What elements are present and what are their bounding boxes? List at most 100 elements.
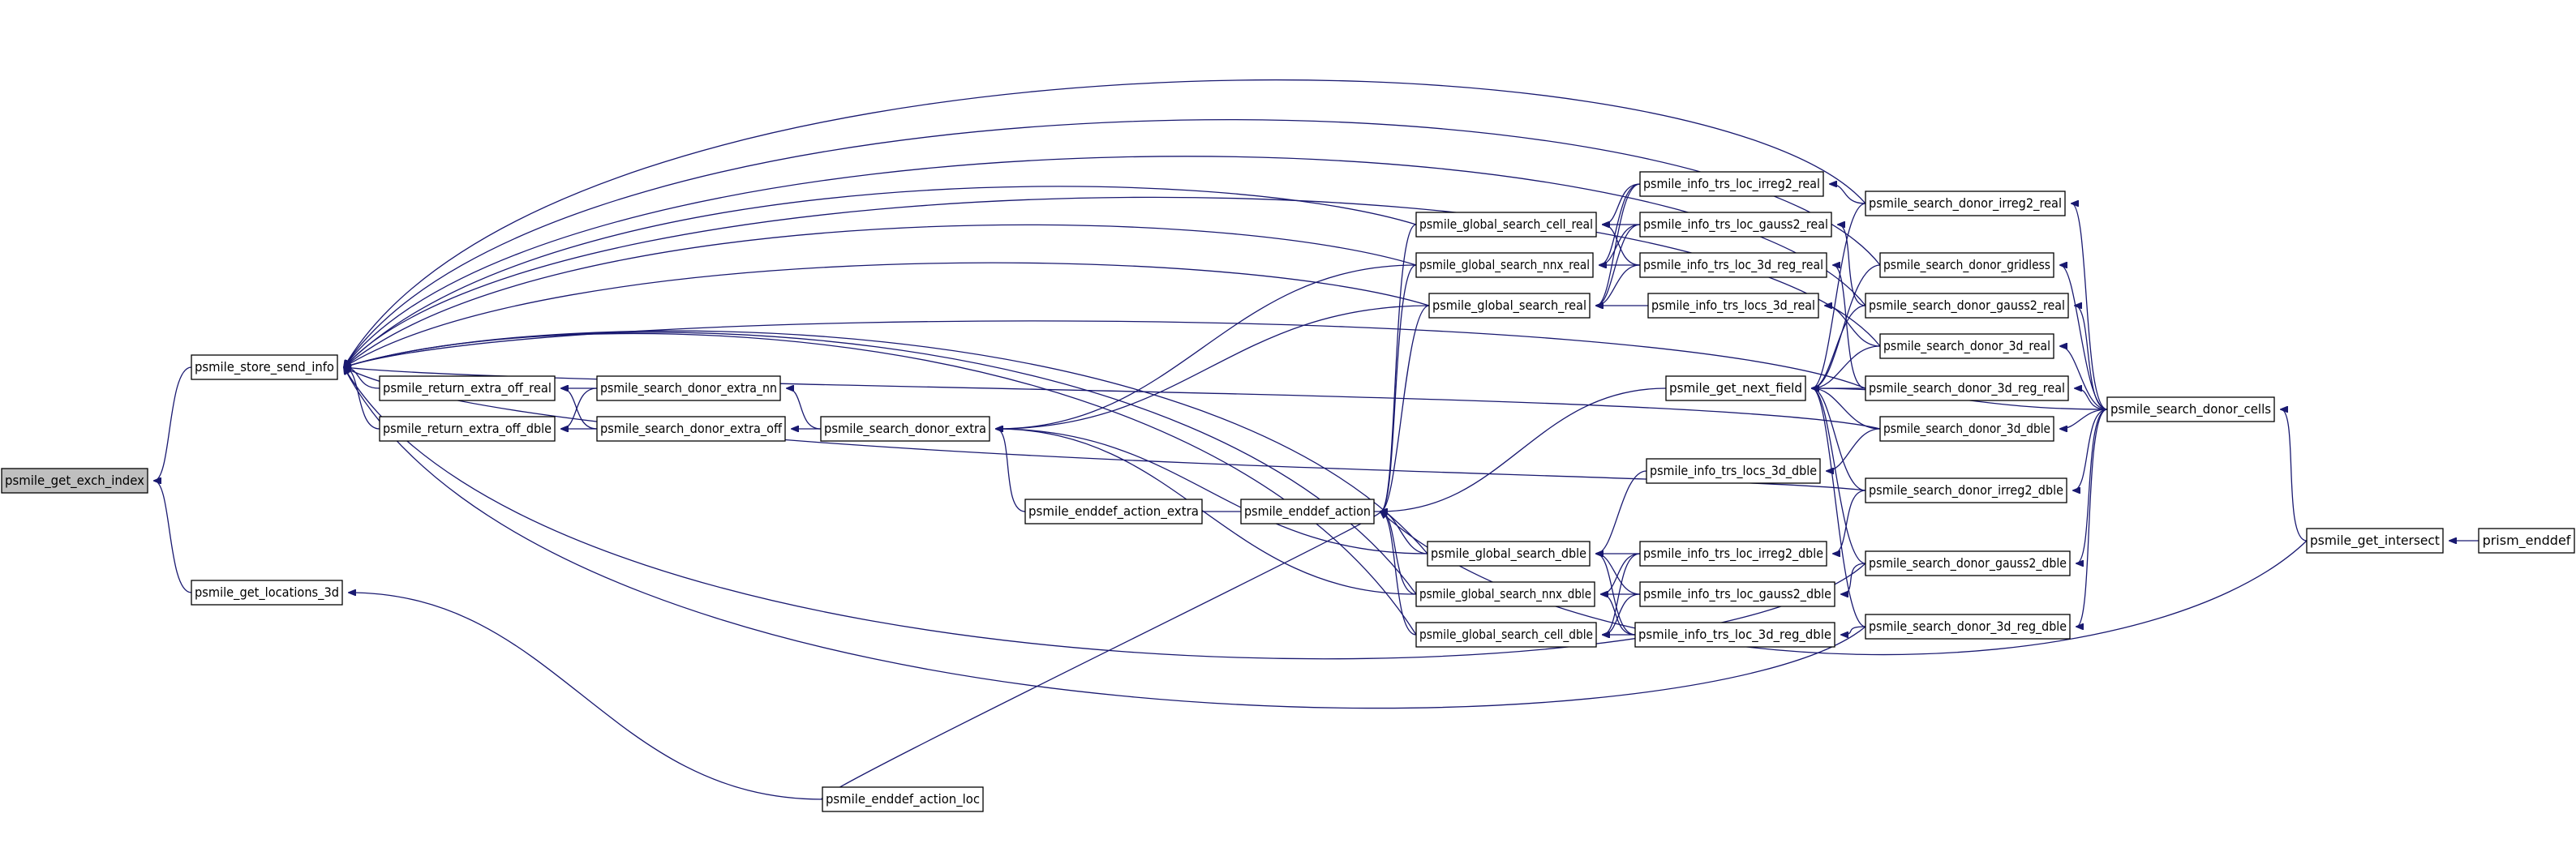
node-box — [191, 580, 343, 606]
node-label: psmile_global_search_nnx_real — [1419, 257, 1590, 273]
node-psmile-search-donor-cells[interactable]: psmile_search_donor_cells — [2106, 396, 2275, 422]
node-psmile-search-donor-3d-reg-real[interactable]: psmile_search_donor_3d_reg_real — [1865, 375, 2069, 401]
node-psmile-search-donor-extra-off[interactable]: psmile_search_donor_extra_off — [596, 416, 786, 442]
node-prism-enddef[interactable]: prism_enddef — [2478, 528, 2575, 554]
edge-psmile-search-donor-cells-to-psmile-search-donor-irreg2-dble — [2073, 409, 2108, 490]
node-box — [2478, 528, 2575, 554]
node-box — [1646, 458, 1821, 484]
node-psmile-get-next-field[interactable]: psmile_get_next_field — [1665, 375, 1806, 401]
edge-psmile-info-trs-loc-3d-reg-dble-to-psmile-global-search-nnx-dble — [1601, 594, 1636, 636]
edge-psmile-search-donor-cells-to-psmile-search-donor-3d-dble — [2060, 409, 2108, 429]
node-label: psmile_get_exch_index — [5, 473, 144, 489]
node-box — [1879, 416, 2054, 442]
node-box — [2306, 528, 2444, 554]
node-label: psmile_search_donor_3d_reg_real — [1869, 380, 2065, 396]
node-psmile-info-trs-loc-irreg2-real[interactable]: psmile_info_trs_loc_irreg2_real — [1639, 171, 1824, 197]
edge-psmile-info-trs-loc-gauss2-real-to-psmile-global-search-nnx-real — [1599, 224, 1641, 265]
node-psmile-enddef-action-extra[interactable]: psmile_enddef_action_extra — [1024, 499, 1203, 524]
edge-psmile-global-search-nnx-real-to-psmile-store-send-info — [344, 224, 1417, 367]
node-psmile-search-donor-gauss2-real[interactable]: psmile_search_donor_gauss2_real — [1865, 293, 2069, 319]
node-label: psmile_search_donor_extra_nn — [600, 380, 777, 396]
node-box — [1428, 293, 1591, 319]
node-psmile-return-extra-off-real[interactable]: psmile_return_extra_off_real — [379, 375, 556, 401]
node-label: psmile_get_intersect — [2310, 533, 2440, 549]
edge-psmile-search-donor-cells-to-psmile-search-donor-irreg2-real — [2072, 203, 2108, 410]
edge-psmile-enddef-action-extra-to-psmile-search-donor-extra — [996, 429, 1026, 512]
node-psmile-global-search-dble[interactable]: psmile_global_search_dble — [1427, 541, 1591, 567]
node-label: psmile_enddef_action_loc — [826, 791, 980, 807]
node-box — [1865, 550, 2071, 576]
node-psmile-enddef-action-loc[interactable]: psmile_enddef_action_loc — [822, 786, 984, 812]
node-label: psmile_search_donor_3d_reg_dble — [1869, 619, 2067, 635]
edge-psmile-search-donor-3d-reg-dble-to-psmile-get-next-field — [1812, 388, 1866, 627]
edge-psmile-enddef-action-loc-to-psmile-get-locations-3d — [349, 593, 823, 800]
node-label: psmile_store_send_info — [195, 359, 334, 375]
node-psmile-get-locations-3d[interactable]: psmile_get_locations_3d — [191, 580, 343, 606]
node-label: psmile_get_locations_3d — [195, 584, 339, 601]
edge-psmile-search-donor-3d-real-to-psmile-info-trs-locs-3d-real — [1825, 306, 1881, 347]
node-box — [1639, 171, 1824, 197]
node-psmile-global-search-nnx-real[interactable]: psmile_global_search_nnx_real — [1415, 252, 1594, 278]
edge-psmile-global-search-nnx-real-to-psmile-search-donor-extra — [996, 264, 1417, 429]
edge-psmile-search-donor-gauss2-real-to-psmile-get-next-field — [1812, 305, 1866, 388]
node-psmile-info-trs-loc-irreg2-dble[interactable]: psmile_info_trs_loc_irreg2_dble — [1639, 541, 1827, 567]
node-box — [1415, 581, 1595, 607]
node-label: psmile_info_trs_loc_irreg2_dble — [1643, 546, 1823, 562]
edge-psmile-search-donor-irreg2-real-to-psmile-info-trs-loc-irreg2-real — [1830, 184, 1866, 204]
node-label: psmile_global_search_nnx_dble — [1419, 586, 1591, 602]
node-psmile-info-trs-locs-3d-real[interactable]: psmile_info_trs_locs_3d_real — [1647, 293, 1819, 319]
node-box — [1865, 375, 2069, 401]
node-psmile-global-search-cell-real[interactable]: psmile_global_search_cell_real — [1415, 212, 1597, 238]
node-psmile-search-donor-3d-real[interactable]: psmile_search_donor_3d_real — [1879, 333, 2054, 359]
node-psmile-return-extra-off-dble[interactable]: psmile_return_extra_off_dble — [379, 416, 556, 442]
node-psmile-info-trs-loc-gauss2-dble[interactable]: psmile_info_trs_loc_gauss2_dble — [1639, 581, 1835, 607]
node-label: psmile_enddef_action_extra — [1028, 503, 1199, 520]
node-label: prism_enddef — [2483, 533, 2571, 549]
node-box — [822, 786, 984, 812]
node-psmile-search-donor-irreg2-real[interactable]: psmile_search_donor_irreg2_real — [1865, 191, 2066, 216]
node-label: psmile_search_donor_extra_off — [600, 421, 783, 437]
node-psmile-get-intersect[interactable]: psmile_get_intersect — [2306, 528, 2444, 554]
node-psmile-store-send-info[interactable]: psmile_store_send_info — [191, 354, 338, 380]
edge-psmile-global-search-cell-real-to-psmile-enddef-action — [1380, 224, 1417, 512]
node-label: psmile_search_donor_irreg2_dble — [1869, 482, 2063, 499]
node-label: psmile_global_search_cell_dble — [1419, 627, 1593, 643]
node-psmile-search-donor-gridless[interactable]: psmile_search_donor_gridless — [1879, 252, 2054, 278]
edge-psmile-search-donor-irreg2-real-to-psmile-store-send-info — [344, 79, 1866, 367]
node-psmile-search-donor-3d-reg-dble[interactable]: psmile_search_donor_3d_reg_dble — [1865, 614, 2071, 640]
edge-psmile-info-trs-locs-3d-dble-to-psmile-global-search-dble — [1596, 470, 1647, 554]
node-label: psmile_info_trs_locs_3d_dble — [1650, 463, 1817, 479]
node-psmile-global-search-real[interactable]: psmile_global_search_real — [1428, 293, 1591, 319]
node-box — [1024, 499, 1203, 524]
node-label: psmile_info_trs_locs_3d_real — [1651, 298, 1815, 314]
node-psmile-search-donor-extra-nn[interactable]: psmile_search_donor_extra_nn — [596, 375, 781, 401]
node-psmile-search-donor-irreg2-dble[interactable]: psmile_search_donor_irreg2_dble — [1865, 477, 2067, 503]
edge-psmile-info-trs-loc-irreg2-dble-to-psmile-global-search-cell-dble — [1603, 553, 1641, 635]
edge-psmile-search-donor-3d-reg-real-to-psmile-info-trs-loc-3d-reg-real — [1833, 265, 1866, 389]
node-label: psmile_info_trs_loc_3d_reg_real — [1643, 257, 1823, 273]
node-psmile-get-exch-index[interactable]: psmile_get_exch_index — [1, 468, 148, 494]
node-psmile-search-donor-extra[interactable]: psmile_search_donor_extra — [820, 416, 990, 442]
edge-psmile-search-donor-gauss2-dble-to-psmile-info-trs-loc-gauss2-dble — [1841, 563, 1866, 594]
node-label: psmile_global_search_dble — [1431, 546, 1586, 562]
node-psmile-global-search-cell-dble[interactable]: psmile_global_search_cell_dble — [1415, 622, 1597, 648]
node-box — [596, 375, 781, 401]
edge-psmile-search-donor-3d-reg-real-to-psmile-store-send-info — [344, 320, 1866, 389]
node-box — [1634, 622, 1835, 648]
edge-psmile-search-donor-cells-to-psmile-search-donor-gauss2-dble — [2076, 409, 2108, 563]
node-box — [379, 416, 556, 442]
node-psmile-search-donor-gauss2-dble[interactable]: psmile_search_donor_gauss2_dble — [1865, 550, 2071, 576]
node-box — [1639, 252, 1827, 278]
edge-psmile-search-donor-3d-reg-dble-to-psmile-store-send-info — [344, 367, 1866, 709]
node-psmile-enddef-action[interactable]: psmile_enddef_action — [1240, 499, 1375, 524]
node-label: psmile_info_trs_loc_irreg2_real — [1643, 176, 1820, 192]
node-box — [1240, 499, 1375, 524]
node-psmile-info-trs-loc-gauss2-real[interactable]: psmile_info_trs_loc_gauss2_real — [1639, 212, 1832, 238]
node-psmile-info-trs-loc-3d-reg-real[interactable]: psmile_info_trs_loc_3d_reg_real — [1639, 252, 1827, 278]
node-box — [1879, 333, 2054, 359]
node-psmile-global-search-nnx-dble[interactable]: psmile_global_search_nnx_dble — [1415, 581, 1595, 607]
node-psmile-info-trs-loc-3d-reg-dble[interactable]: psmile_info_trs_loc_3d_reg_dble — [1634, 622, 1835, 648]
nodes-layer: psmile_get_exch_index psmile_store_send_i… — [1, 171, 2575, 812]
node-psmile-info-trs-locs-3d-dble[interactable]: psmile_info_trs_locs_3d_dble — [1646, 458, 1821, 484]
node-psmile-search-donor-3d-dble[interactable]: psmile_search_donor_3d_dble — [1879, 416, 2054, 442]
